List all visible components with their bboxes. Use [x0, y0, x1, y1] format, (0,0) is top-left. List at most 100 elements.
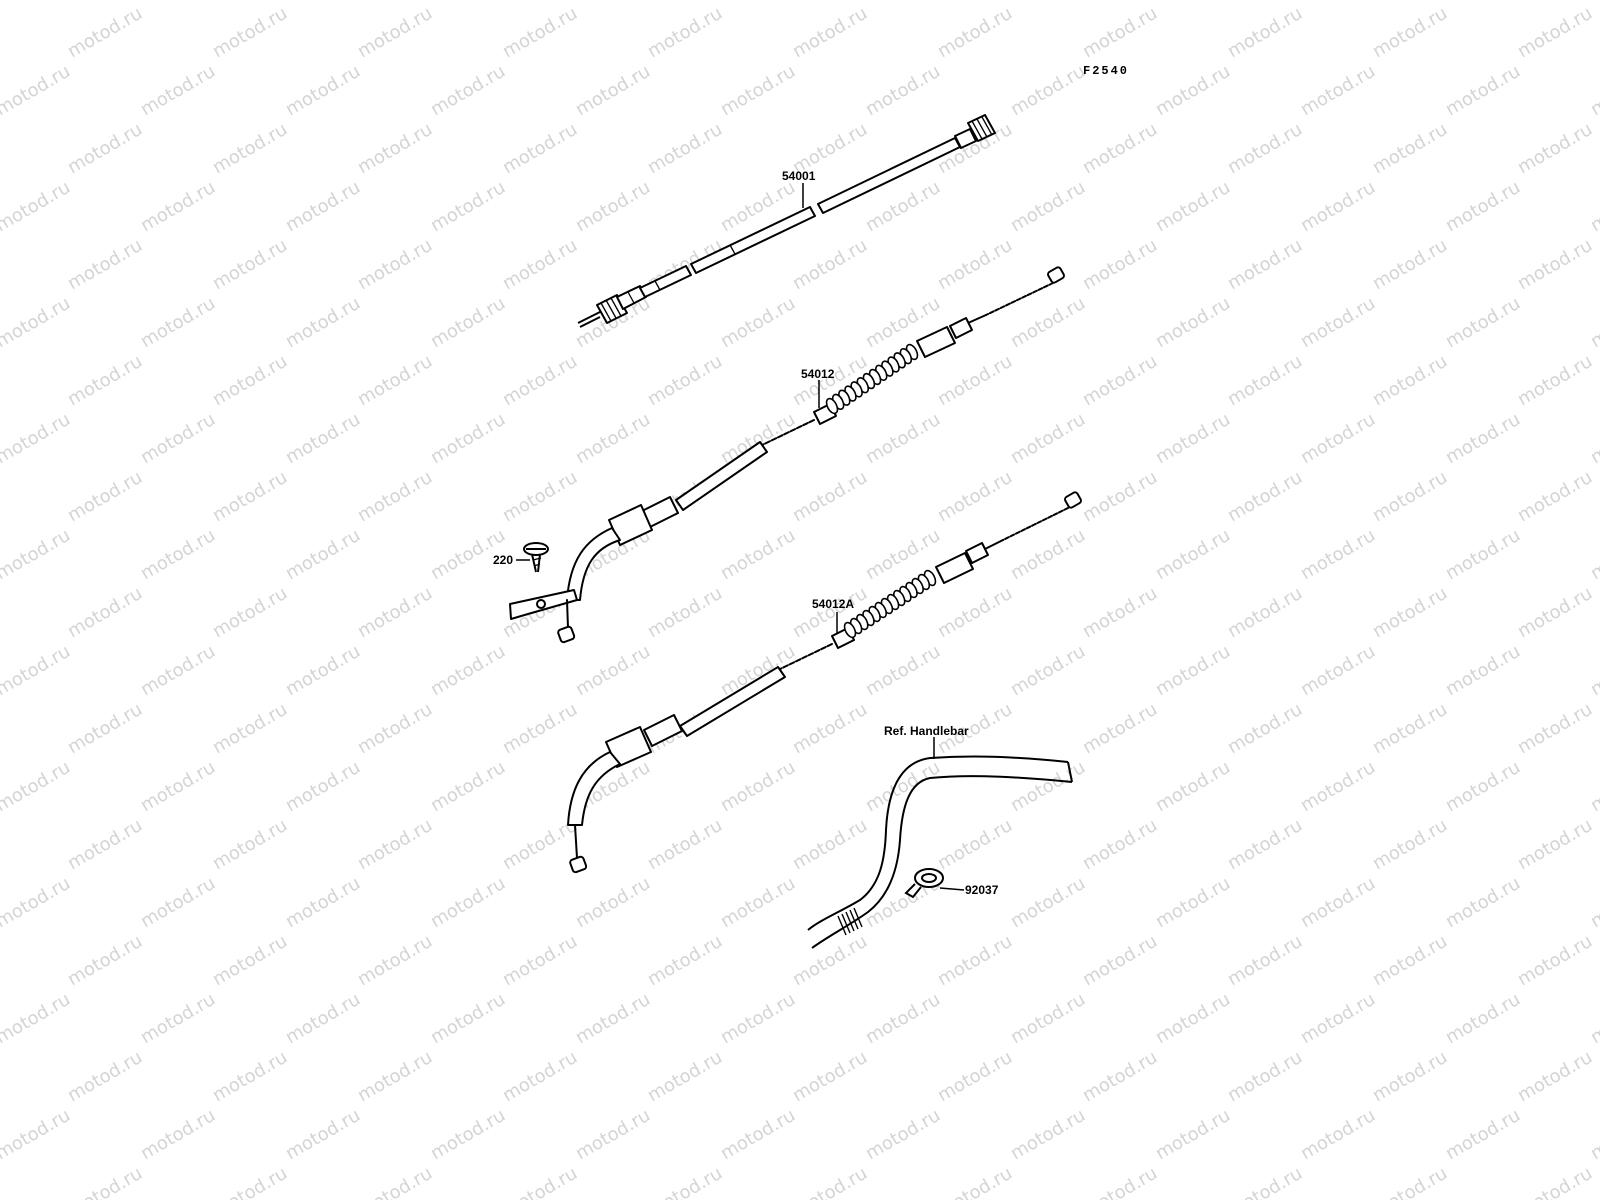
watermark-text: motod.ru	[934, 931, 1016, 990]
watermark-text: motod.ru	[1442, 989, 1524, 1048]
watermark-text: motod.ru	[1514, 699, 1596, 758]
watermark-text: motod.ru	[282, 1105, 364, 1164]
watermark-text: motod.ru	[499, 931, 581, 990]
watermark-text: motod.ru	[499, 351, 581, 410]
watermark-text: motod.ru	[1152, 1105, 1234, 1164]
watermark-text: motod.ru	[1369, 467, 1451, 526]
watermark-text: motod.ru	[862, 989, 944, 1048]
watermark-text: motod.ru	[644, 583, 726, 642]
watermark-text: motod.ru	[0, 119, 1, 178]
leader-54001: 54001	[782, 169, 816, 208]
watermark-text: motod.ru	[0, 641, 74, 700]
throttle-cable-54012[interactable]	[509, 266, 1065, 644]
watermark-text: motod.ru	[209, 931, 291, 990]
watermark-text: motod.ru	[499, 699, 581, 758]
watermark-text: motod.ru	[209, 1047, 291, 1106]
watermark-text: motod.ru	[137, 1105, 219, 1164]
watermark-text: motod.ru	[644, 119, 726, 178]
watermark-text: motod.ru	[427, 1105, 509, 1164]
watermark-text: motod.ru	[1514, 815, 1596, 874]
watermark-text: motod.ru	[1369, 351, 1451, 410]
watermark-text: motod.ru	[717, 873, 799, 932]
watermark-text: motod.ru	[1587, 409, 1600, 468]
watermark-text: motod.ru	[862, 641, 944, 700]
watermark-text: motod.ru	[354, 119, 436, 178]
watermark-text: motod.ru	[0, 873, 74, 932]
watermark-text: motod.ru	[1079, 583, 1161, 642]
watermark-text: motod.ru	[1224, 467, 1306, 526]
watermark-text: motod.ru	[1152, 0, 1234, 4]
watermark-text: motod.ru	[0, 1105, 74, 1164]
watermark-text: motod.ru	[1224, 1047, 1306, 1106]
watermark-text: motod.ru	[64, 815, 146, 874]
watermark-text: motod.ru	[1442, 757, 1524, 816]
watermark-text: motod.ru	[1152, 293, 1234, 352]
watermark-text: motod.ru	[717, 61, 799, 120]
watermark-text: motod.ru	[1297, 873, 1379, 932]
watermark-text: motod.ru	[1514, 467, 1596, 526]
watermark-text: motod.ru	[1297, 641, 1379, 700]
watermark-text: motod.ru	[1079, 235, 1161, 294]
watermark-text: motod.ru	[427, 293, 509, 352]
watermark-text: motod.ru	[1079, 815, 1161, 874]
screw-220[interactable]	[523, 542, 549, 573]
watermark-text: motod.ru	[644, 931, 726, 990]
watermark-text: motod.ru	[137, 61, 219, 120]
watermark-text: motod.ru	[1007, 873, 1089, 932]
watermark-text: motod.ru	[789, 235, 871, 294]
watermark-text: motod.ru	[427, 873, 509, 932]
watermark-text: motod.ru	[644, 815, 726, 874]
speedometer-cable-54001[interactable]	[577, 114, 996, 328]
watermark-text: motod.ru	[282, 989, 364, 1048]
watermark-text: motod.ru	[427, 409, 509, 468]
watermark-text: motod.ru	[1369, 583, 1451, 642]
watermark-text: motod.ru	[209, 815, 291, 874]
watermark-text: motod.ru	[1442, 293, 1524, 352]
watermark-text: motod.ru	[789, 467, 871, 526]
watermark-text: motod.ru	[0, 293, 74, 352]
watermark-text: motod.ru	[354, 3, 436, 62]
watermark-text: motod.ru	[1587, 61, 1600, 120]
watermark-text: motod.ru	[1224, 1163, 1306, 1200]
watermark-text: motod.ru	[717, 1105, 799, 1164]
watermark-text: motod.ru	[137, 177, 219, 236]
watermark-text: motod.ru	[282, 757, 364, 816]
watermark-text: motod.ru	[934, 467, 1016, 526]
watermark-text: motod.ru	[0, 61, 74, 120]
watermark-text: motod.ru	[64, 467, 146, 526]
watermark-text: motod.ru	[427, 757, 509, 816]
watermark-text: motod.ru	[1442, 873, 1524, 932]
throttle-cable-54012A[interactable]	[567, 491, 1082, 874]
callout-54012A: 54012A	[812, 597, 854, 611]
watermark-text: motod.ru	[137, 0, 219, 4]
watermark-text: motod.ru	[64, 1047, 146, 1106]
watermark-text: motod.ru	[1007, 641, 1089, 700]
watermark-text: motod.ru	[1152, 525, 1234, 584]
watermark-text: motod.ru	[1442, 61, 1524, 120]
callout-92037: 92037	[965, 883, 999, 897]
watermark-text: motod.ru	[572, 989, 654, 1048]
watermark-text: motod.ru	[1587, 873, 1600, 932]
watermark-text: motod.ru	[282, 525, 364, 584]
watermark-text: motod.ru	[1587, 525, 1600, 584]
watermark-text: motod.ru	[934, 1163, 1016, 1200]
watermark-text: motod.ru	[209, 1163, 291, 1200]
watermark-text: motod.ru	[499, 3, 581, 62]
watermark-text: motod.ru	[0, 757, 74, 816]
watermark-text: motod.ru	[1514, 235, 1596, 294]
watermark-text: motod.ru	[1442, 409, 1524, 468]
watermark-text: motod.ru	[1152, 177, 1234, 236]
watermark-text: motod.ru	[1079, 1163, 1161, 1200]
watermark-text: motod.ru	[1514, 351, 1596, 410]
clamp-92037[interactable]	[904, 868, 944, 899]
watermark-text: motod.ru	[1297, 61, 1379, 120]
watermark-text: motod.ru	[1079, 3, 1161, 62]
watermark-text: motod.ru	[0, 3, 1, 62]
watermark-text: motod.ru	[0, 815, 1, 874]
watermark-text: motod.ru	[499, 1047, 581, 1106]
watermark-text: motod.ru	[1007, 1105, 1089, 1164]
watermark-text: motod.ru	[1297, 757, 1379, 816]
watermark-text: motod.ru	[572, 409, 654, 468]
watermark-text: motod.ru	[64, 1163, 146, 1200]
watermark-text: motod.ru	[862, 0, 944, 4]
